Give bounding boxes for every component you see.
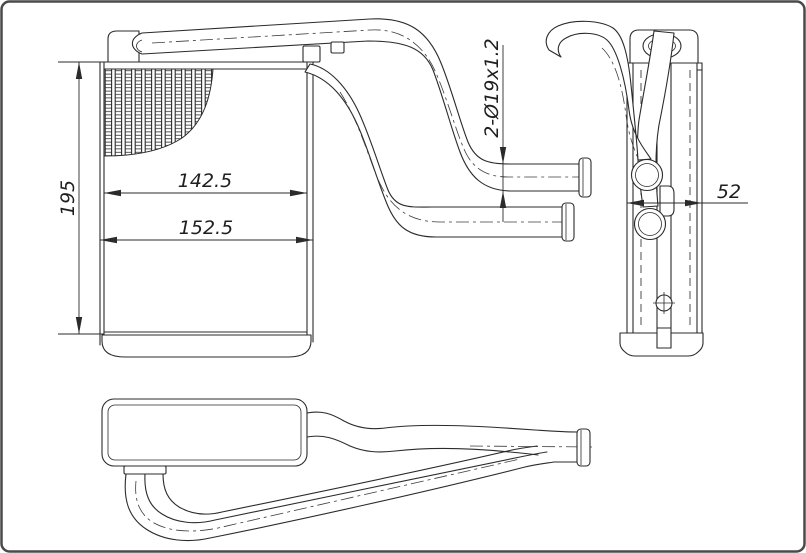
dimensions: 195 142.5 152.5 2-Ø19x1.2 52 xyxy=(57,38,748,335)
arrowhead xyxy=(499,147,507,164)
bottom-upper-pipe xyxy=(306,411,579,456)
dimension-pipe-spec: 2-Ø19x1.2 xyxy=(481,38,507,222)
side-view xyxy=(545,20,704,357)
bottom-pipe-centerline xyxy=(135,458,521,532)
bottom-lower-pipe xyxy=(123,445,555,542)
lower-pipe-body xyxy=(304,63,564,238)
arrowhead xyxy=(296,236,313,244)
arrowhead xyxy=(104,189,121,197)
bottom-tab xyxy=(656,327,672,349)
side-pipe-hook xyxy=(545,20,652,161)
top-left-bracket xyxy=(107,30,140,63)
lower-pipe-centerline xyxy=(339,91,573,223)
upper-pipe xyxy=(131,18,592,198)
locating-hole-crosshair xyxy=(653,292,675,314)
arrowhead xyxy=(499,191,507,208)
pipe-boss-upper xyxy=(630,158,664,192)
pipe-boss-lower xyxy=(633,207,667,241)
lower-pipe-end-cap xyxy=(561,202,575,242)
dimension-height-195: 195 xyxy=(57,61,104,335)
dimension-overall-width-152-5: 152.5 xyxy=(100,217,313,244)
pipe-u-bend-inner xyxy=(136,39,143,53)
pipe-fitting xyxy=(302,45,321,63)
bottom-pipe-end-cap xyxy=(576,428,591,467)
arrowhead xyxy=(100,236,117,244)
dimension-core-width-142-5: 142.5 xyxy=(104,170,307,197)
boss-clamp xyxy=(659,185,675,217)
arrowhead xyxy=(290,189,307,197)
upper-pipe-centerline xyxy=(151,29,587,178)
stub-centerline xyxy=(469,445,593,448)
arrowhead xyxy=(75,62,83,79)
bottom-tank xyxy=(101,334,312,358)
arrowhead xyxy=(685,199,702,207)
housing-inner xyxy=(107,404,302,461)
upper-pipe-end-cap xyxy=(578,157,592,198)
dim-label-depth: 52 xyxy=(717,181,741,203)
dimension-depth-52: 52 xyxy=(627,181,748,207)
side-pipe-centerline xyxy=(601,47,646,173)
pipe-fitting xyxy=(330,41,345,54)
housing-outline xyxy=(101,398,308,467)
bottom-view xyxy=(101,398,593,542)
dim-label-height: 195 xyxy=(57,180,79,216)
dim-label-pipe-spec: 2-Ø19x1.2 xyxy=(481,38,503,138)
arrowhead xyxy=(75,317,83,334)
pipe-flange-tab xyxy=(123,465,167,475)
upper-pipe-body xyxy=(131,18,580,192)
dim-label-core-width: 142.5 xyxy=(178,170,232,192)
core-body xyxy=(99,61,314,358)
arrowhead xyxy=(627,199,644,207)
front-view xyxy=(99,18,592,358)
lower-pipe xyxy=(304,63,575,242)
fin-hatch xyxy=(103,68,214,157)
dim-label-overall-width: 152.5 xyxy=(179,217,233,239)
